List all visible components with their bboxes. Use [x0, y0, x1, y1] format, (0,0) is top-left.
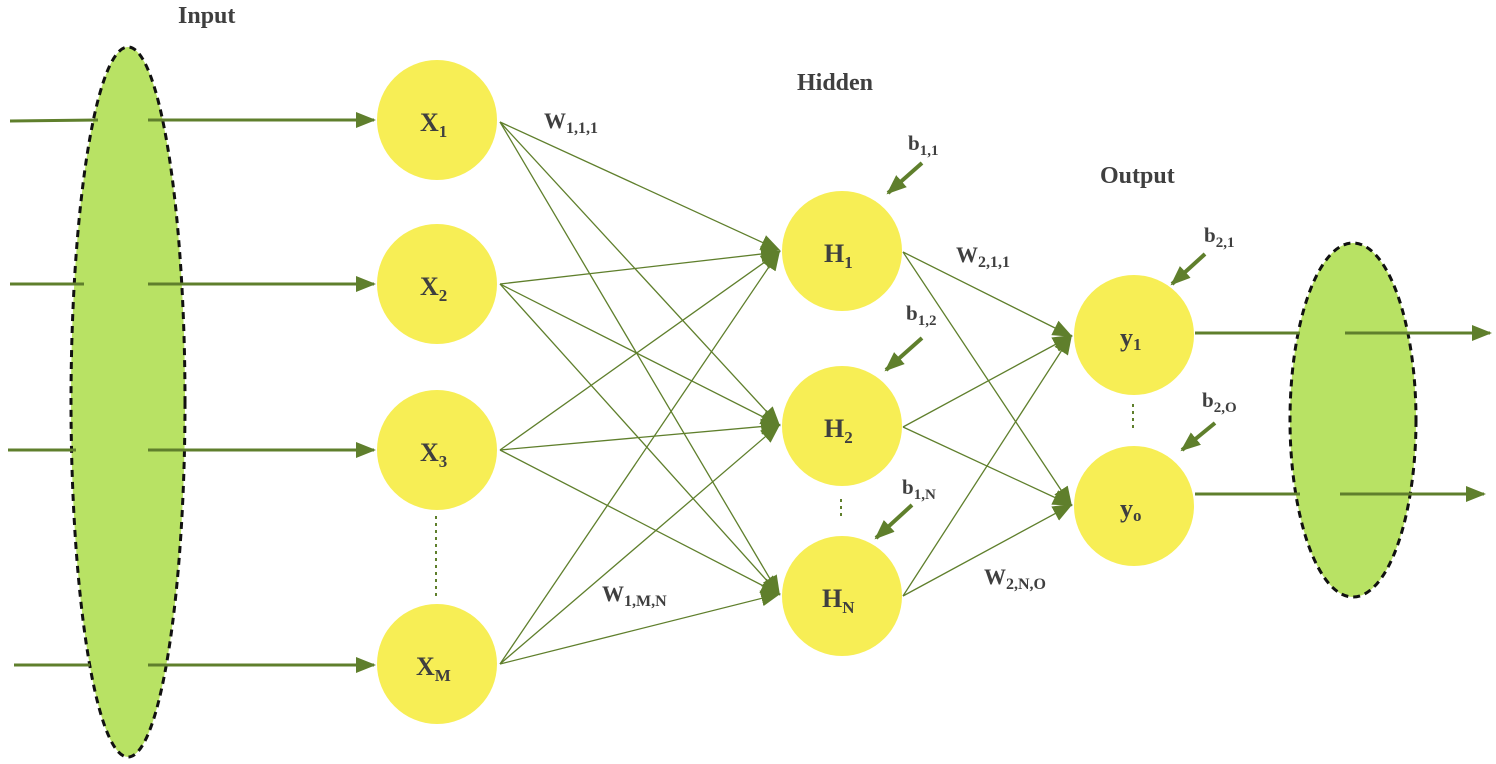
weight-label-w1mn: W1,M,N [602, 581, 667, 610]
label-x2: X2 [420, 272, 447, 305]
bias-label-b2o: b2,O [1202, 388, 1237, 416]
edge-x2-hn [499, 283, 781, 596]
edge-xm-h2 [499, 423, 781, 665]
connections-input-hidden [499, 121, 781, 665]
node-x3 [377, 390, 497, 510]
label-x3: X3 [420, 438, 447, 471]
layer-label-input: Input [178, 3, 235, 29]
node-hn [782, 536, 902, 656]
layer-label-output: Output [1100, 163, 1175, 189]
layer-label-hidden: Hidden [797, 70, 873, 96]
bias-label-b11: b1,1 [908, 131, 938, 159]
node-xm [377, 604, 497, 724]
edge-xm-h1 [499, 250, 781, 665]
bias-arrows [874, 161, 1217, 540]
output-arrows [1195, 325, 1492, 502]
label-x1: X1 [420, 108, 447, 141]
input-stub-1 [9, 118, 99, 123]
output-nodes [1074, 275, 1194, 566]
bias-label-b12: b1,2 [906, 301, 936, 329]
weight-label-w111: W1,1,1 [544, 108, 598, 137]
bias-arrow-b11 [886, 161, 924, 195]
label-xm: XM [416, 652, 451, 685]
edge-x1-hn [499, 121, 781, 596]
weight-label-w211: W2,1,1 [956, 242, 1010, 271]
weight-label-w2no: W2,N,O [984, 564, 1046, 593]
bias-arrow-b12 [884, 336, 924, 372]
connections-hidden-output [902, 251, 1073, 597]
label-yo: yo [1120, 494, 1142, 525]
edge-h1-yo [902, 251, 1073, 507]
hidden-nodes [782, 191, 902, 656]
edge-h1-y1 [902, 251, 1073, 337]
edge-hn-yo [902, 504, 1073, 597]
edge-x3-h1 [499, 250, 781, 451]
edge-h2-y1 [902, 335, 1073, 428]
node-h1 [782, 191, 902, 311]
node-y1 [1074, 275, 1194, 395]
output-ellipse [1288, 241, 1418, 599]
bias-arrow-b21 [1170, 252, 1207, 286]
label-h2: H2 [824, 414, 853, 447]
node-x2 [377, 224, 497, 344]
edge-xm-hn [499, 590, 781, 665]
edge-x3-h2 [499, 418, 781, 451]
input-arrows [8, 112, 376, 673]
edge-hn-y1 [902, 334, 1073, 597]
edge-x1-h2 [499, 121, 781, 427]
bias-label-b21: b2,1 [1204, 223, 1234, 251]
edge-x1-h1 [499, 121, 781, 251]
node-x1 [377, 60, 497, 180]
edge-x2-h1 [499, 246, 781, 285]
node-h2 [782, 366, 902, 486]
node-yo [1074, 446, 1194, 566]
bias-arrow-b1n [874, 503, 914, 540]
bias-label-b1n: b1,N [902, 475, 936, 503]
input-ellipse [69, 45, 187, 759]
edge-x3-hn [499, 449, 781, 595]
edge-x2-h2 [499, 283, 781, 426]
bias-arrow-b2o [1180, 421, 1217, 452]
input-nodes [377, 60, 497, 724]
label-y1: y1 [1120, 323, 1142, 354]
label-hn: HN [822, 584, 855, 617]
label-h1: H1 [824, 239, 853, 272]
